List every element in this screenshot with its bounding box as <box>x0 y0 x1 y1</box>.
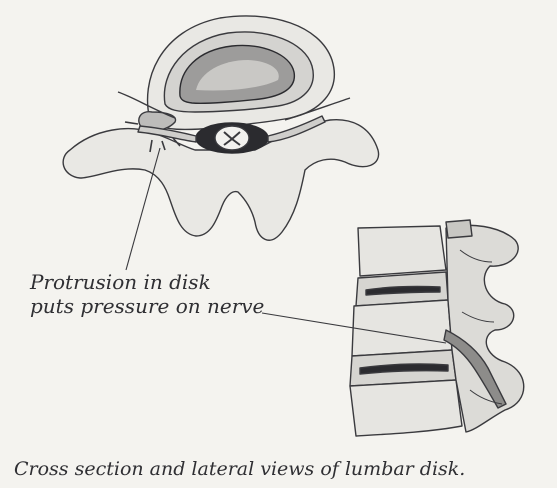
callout-line-1: Protrusion in disk <box>30 271 264 295</box>
cross-section-view <box>63 16 378 240</box>
figure-caption: Cross section and lateral views of lumba… <box>14 458 465 480</box>
facet-cap <box>446 220 472 238</box>
lateral-view <box>350 220 524 436</box>
protrusion-callout: Protrusion in disk puts pressure on nerv… <box>30 271 264 318</box>
lateral-vertebra-lower <box>350 380 462 436</box>
callout-line-2: puts pressure on nerve <box>30 295 264 319</box>
lateral-vertebra-middle <box>352 300 452 356</box>
lateral-vertebra-upper <box>358 226 446 276</box>
